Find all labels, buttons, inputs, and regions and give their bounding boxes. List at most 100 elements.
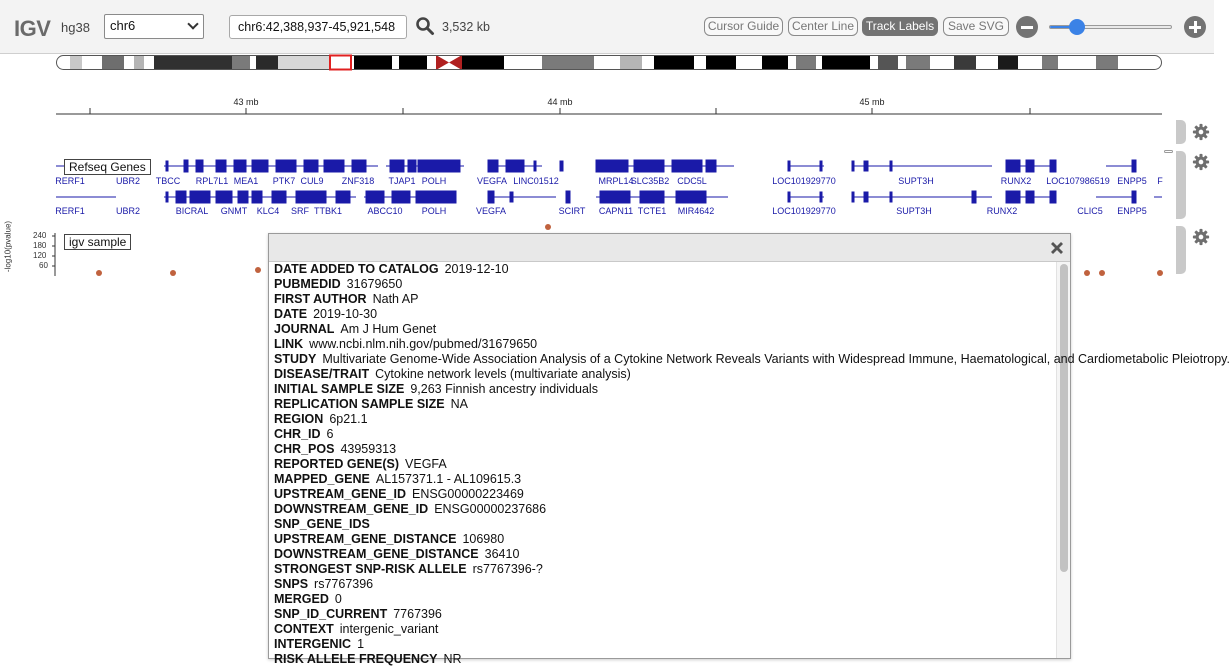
locus-search-input[interactable]: chr6:42,388,937-45,921,548: [229, 15, 407, 39]
ruler-tick-label: 45 mb: [859, 97, 885, 107]
gene-label: LOC101929770: [772, 176, 836, 186]
refseq-track-label: Refseq Genes: [64, 159, 151, 175]
zoom-in-button[interactable]: [1184, 16, 1206, 38]
gene-label: ENPP5: [1117, 206, 1147, 216]
gene-label: TTBK1: [313, 206, 343, 216]
gwas-track[interactable]: -log10(pvalue) 240 180 120 60: [0, 221, 1168, 276]
popup-field-row: DISEASE/TRAIT Cytokine network levels (mu…: [269, 367, 1057, 382]
gene-label: VEGFA: [475, 206, 507, 216]
popup-field-value: intergenic_variant: [339, 622, 439, 636]
gwas-track-label: igv sample: [64, 234, 132, 250]
popup-field-value: ENSG00000237686: [434, 502, 547, 516]
gwas-point[interactable]: [170, 270, 176, 276]
gene-label: MRPL14: [598, 176, 634, 186]
gwas-point[interactable]: [1084, 270, 1090, 276]
track-drag-handle[interactable]: [1176, 151, 1186, 219]
save-svg-button[interactable]: Save SVG: [943, 17, 1009, 36]
gene-label: RERF1: [55, 206, 85, 216]
gene-label: CAPN11: [598, 206, 634, 216]
popup-field-value: 0: [334, 592, 342, 606]
popup-field-key: DOWNSTREAM_GENE_ID: [274, 502, 429, 516]
popup-field-value: Cytokine network levels (multivariate an…: [375, 367, 631, 381]
gear-icon[interactable]: [1192, 228, 1210, 246]
gwas-point[interactable]: [545, 224, 551, 230]
popup-field-row: DOWNSTREAM_GENE_DISTANCE 36410: [269, 547, 1057, 562]
popup-field-value: rs7767396: [314, 577, 374, 591]
chromosome-select[interactable]: chr6: [104, 14, 204, 39]
popup-field-key: JOURNAL: [274, 322, 335, 336]
ruler-track[interactable]: 43 mb 44 mb 45 mb: [56, 92, 1162, 122]
gene-label: CLIC5: [1077, 206, 1103, 216]
track-labels-button[interactable]: Track Labels: [862, 17, 938, 36]
center-line-button[interactable]: Center Line: [788, 17, 858, 36]
popup-field-value: AL157371.1 - AL109615.3: [375, 472, 522, 486]
zoom-slider[interactable]: [1049, 19, 1172, 35]
popup-field-value: 36410: [484, 547, 520, 561]
popup-field-value: 31679650: [346, 277, 403, 291]
gene-label: GNMT: [220, 206, 248, 216]
gene-label: RPL7L1: [195, 176, 229, 186]
gene-label: ZNF318: [341, 176, 375, 186]
gwas-axis-tick: 180: [33, 241, 47, 250]
gwas-point[interactable]: [96, 270, 102, 276]
search-icon[interactable]: [415, 16, 435, 36]
zoom-out-button[interactable]: [1016, 16, 1038, 38]
popup-field-value: NA: [450, 397, 468, 411]
popup-field-key: UPSTREAM_GENE_ID: [274, 487, 406, 501]
popup-field-value: Nath AP: [372, 292, 419, 306]
gene-label: UBR2: [115, 176, 141, 186]
chromosome-ideogram[interactable]: [56, 54, 1162, 71]
popup-field-key: UPSTREAM_GENE_DISTANCE: [274, 532, 457, 546]
gene-label: TBCC: [155, 176, 181, 186]
gene-label: TJAP1: [388, 176, 416, 186]
track-drag-handle[interactable]: [1176, 120, 1186, 144]
track-scrollbar-stub[interactable]: [1164, 150, 1173, 153]
gene-label: SRF: [291, 206, 309, 216]
gene-label: ABCC10: [367, 206, 403, 216]
window-size-label: 3,532 kb: [442, 20, 490, 34]
gene-label: UBR2: [115, 206, 141, 216]
chevron-down-icon: [187, 18, 199, 30]
popup-field-value: Multivariate Genome-Wide Association Ana…: [322, 352, 1230, 366]
gwas-point[interactable]: [1099, 270, 1105, 276]
popup-field-row: DOWNSTREAM_GENE_ID ENSG00000237686: [269, 502, 1057, 517]
zoom-slider-thumb[interactable]: [1069, 19, 1086, 35]
popup-field-key: DOWNSTREAM_GENE_DISTANCE: [274, 547, 479, 561]
track-drag-handle[interactable]: [1176, 226, 1186, 274]
popup-scrollbar-thumb[interactable]: [1060, 264, 1068, 572]
igv-navbar: IGV hg38 chr6 chr6:42,388,937-45,921,548…: [0, 0, 1214, 54]
chromosome-select-value: chr6: [110, 18, 136, 33]
refseq-genes-track[interactable]: RERF1 UBR2 TBCC RPL7L1 MEA1 PTK7 CUL9 ZN…: [55, 153, 1163, 221]
popup-field-value: 1: [357, 637, 365, 651]
popup-field-value: 9,263 Finnish ancestry individuals: [410, 382, 598, 396]
close-icon[interactable]: [1050, 241, 1064, 255]
gene-label: ENPP5: [1117, 176, 1147, 186]
popup-field-key: DISEASE/TRAIT: [274, 367, 370, 381]
ideogram-current-region: [329, 54, 352, 71]
gene-label: CUL9: [300, 176, 324, 186]
ruler-tick-label: 43 mb: [233, 97, 259, 107]
gene-label: SUPT3H: [898, 176, 934, 186]
gene-features[interactable]: [56, 153, 1162, 221]
gwas-point[interactable]: [1157, 270, 1163, 276]
gear-icon[interactable]: [1192, 153, 1210, 171]
cursor-guide-button[interactable]: Cursor Guide: [704, 17, 783, 36]
gwas-axis-tick: 120: [33, 251, 47, 260]
popup-field-key: CONTEXT: [274, 622, 334, 636]
gwas-point[interactable]: [255, 267, 261, 273]
popup-field-value: NR: [443, 652, 462, 666]
gear-icon[interactable]: [1192, 123, 1210, 141]
genome-label: hg38: [61, 20, 90, 35]
gene-label: BICRAL: [175, 206, 209, 216]
popup-header[interactable]: [269, 234, 1070, 262]
gene-label: TCTE1: [637, 206, 667, 216]
